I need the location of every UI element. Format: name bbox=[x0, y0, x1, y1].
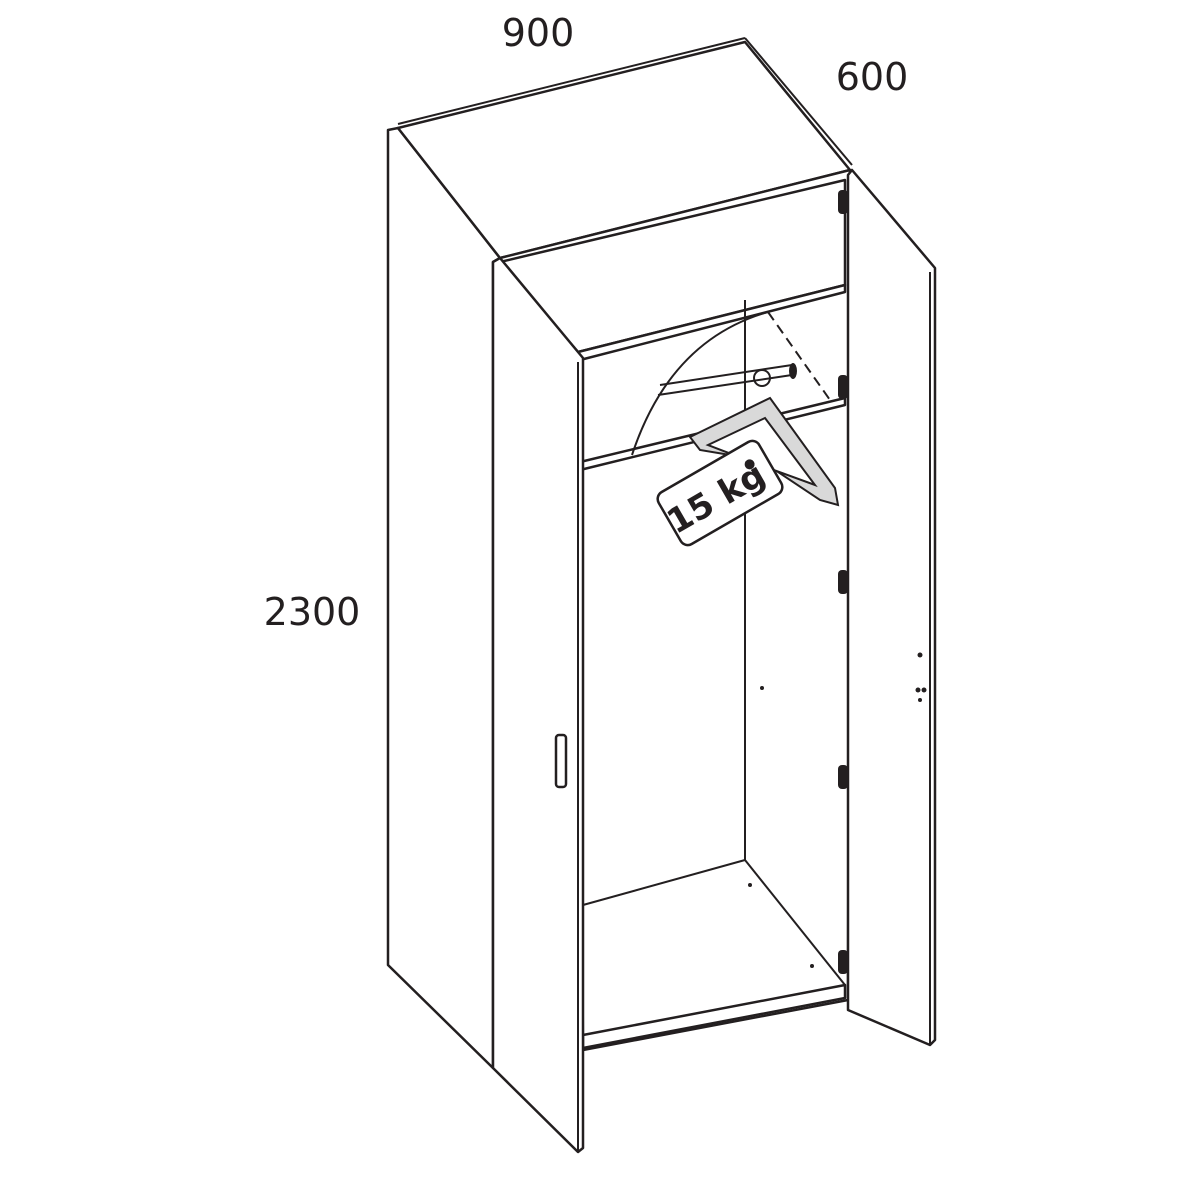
hanger-hook bbox=[753, 369, 771, 387]
right-door[interactable] bbox=[846, 168, 937, 1047]
left-door[interactable] bbox=[491, 256, 585, 1154]
hinge-icon bbox=[838, 765, 848, 789]
hinge-icon bbox=[838, 950, 848, 974]
depth-dimension: 600 bbox=[836, 55, 909, 99]
hinge-icon bbox=[838, 375, 848, 399]
swing-dashed-line bbox=[767, 311, 831, 401]
hinge-icon bbox=[838, 570, 848, 594]
top-edge-right bbox=[744, 37, 853, 166]
width-dimension: 900 bbox=[502, 11, 575, 55]
bottom-right-edge bbox=[744, 859, 846, 986]
door-handle[interactable] bbox=[554, 733, 568, 789]
top-edge bbox=[397, 37, 746, 125]
door-swing-arc bbox=[631, 311, 769, 456]
rail-end-cap bbox=[789, 363, 797, 379]
height-dimension: 2300 bbox=[264, 590, 361, 634]
hinge-icons bbox=[748, 190, 927, 974]
hanging-rail bbox=[659, 364, 793, 386]
hinge-icon bbox=[838, 190, 848, 214]
bottom-back-edge bbox=[582, 859, 746, 906]
left-side-panel bbox=[386, 126, 502, 1070]
